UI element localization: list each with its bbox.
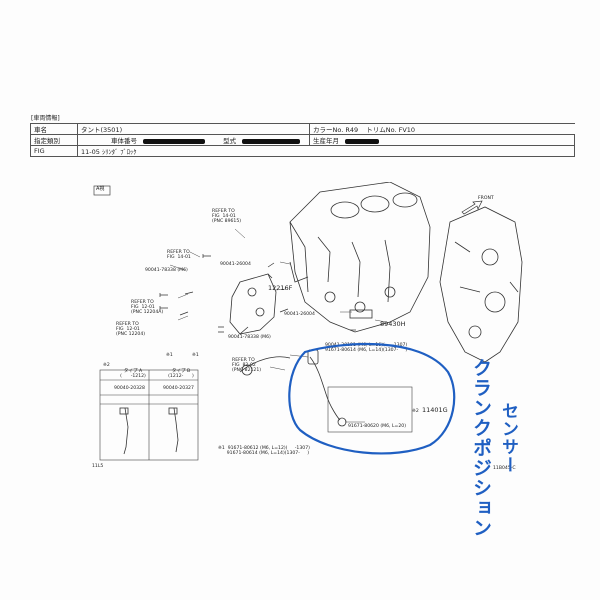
color-label: カラーNo. R49 [313, 126, 359, 134]
front-label: FRONT [478, 196, 494, 201]
refer-label-3: REFER TO FIG 12-01 (PNC 12204A) [131, 300, 164, 316]
view-tag-box [93, 185, 111, 196]
part-label-90041-26004: 90041-26004 [220, 262, 251, 267]
refer-label-2: REFER TO FIG 14-01 [167, 250, 191, 261]
bracket-89430H [349, 309, 373, 319]
refer-label-1: REFER TO FIG 14-01 (PNC 89615) [212, 209, 242, 225]
model-label: 型式 [223, 137, 237, 145]
note-mark-1: ※1 [166, 353, 173, 358]
refer-label-4: REFER TO FIG 12-01 (PNC 12204) [116, 322, 146, 338]
cover-plate-12216F [229, 273, 277, 335]
part-label-90041-78338: 90041-78338 (M6) [145, 268, 188, 273]
part-label-90041-26004-b: 90041-26004 [284, 312, 315, 317]
production-label: 生産年月 [313, 137, 339, 145]
part-label-89430H: 89430H [380, 320, 406, 328]
redacted-chassis-number [143, 138, 206, 144]
redacted-model [242, 138, 301, 144]
part-label-11401G: 11401G [422, 406, 448, 414]
cylinder-block [289, 182, 431, 333]
refer-label-5: REFER TO FIG 82-02 (PNC 82121) [232, 358, 262, 374]
inset-type-b: タイプ B (1212- ) [168, 369, 194, 380]
handwritten-note-line1: クランクポジション [470, 358, 492, 538]
note-mark-2: ※1 [192, 353, 199, 358]
inset-part-b: 90040-20327 [163, 386, 194, 391]
leader-lines [169, 228, 387, 423]
chassis-label: 車体番号 [111, 137, 137, 145]
bolt-note: ※1 91671-80612 (M6, L=12)( -1307) 91671-… [218, 446, 310, 457]
sensor-callout-box [327, 386, 413, 433]
inset-mark: ※2 [103, 363, 110, 368]
part-label-12216F: 12216F [268, 284, 293, 292]
handwritten-note-line2: センサー [498, 402, 518, 474]
part-label-90041-78338-b: 90041-78338 (M6) [228, 335, 271, 340]
vehicle-info-row: FIG 11-05 ｼﾘﾝﾀﾞ ﾌﾞﾛｯｸ [30, 145, 575, 157]
redacted-production-date [345, 138, 380, 144]
inset-sensor-drawings [119, 407, 179, 455]
vehicle-info-table: 車名 タント(3501) カラーNo. R49 トリムNo. FV10 指定類別… [30, 123, 575, 157]
part-label-91671-80620: 91671-80620 (M6, L=20) [348, 424, 406, 429]
timing-cover [439, 206, 523, 363]
view-tag: A視 [96, 186, 105, 192]
fig-code: 11L5 [92, 464, 104, 469]
exploded-parts-diagram [93, 182, 523, 461]
inset-part-a: 90040-20328 [114, 386, 145, 391]
inset-type-a: タイプ A ( -1212) [120, 369, 146, 380]
fig-value: 11-05 ｼﾘﾝﾀﾞ ﾌﾞﾛｯｸ [77, 145, 575, 157]
note-mark-3: ※2 [412, 409, 419, 414]
handdrawn-circle [288, 343, 456, 455]
crank-position-sensor-11401G [239, 349, 347, 427]
type-inset-table [99, 369, 199, 461]
trim-label: トリムNo. FV10 [366, 126, 416, 134]
front-arrow-icon [461, 200, 483, 215]
fig-label: FIG [30, 145, 78, 157]
bolts [159, 254, 356, 333]
sheet-code: 11B045-C [493, 466, 516, 471]
section-title: [車両情報] [31, 115, 60, 122]
